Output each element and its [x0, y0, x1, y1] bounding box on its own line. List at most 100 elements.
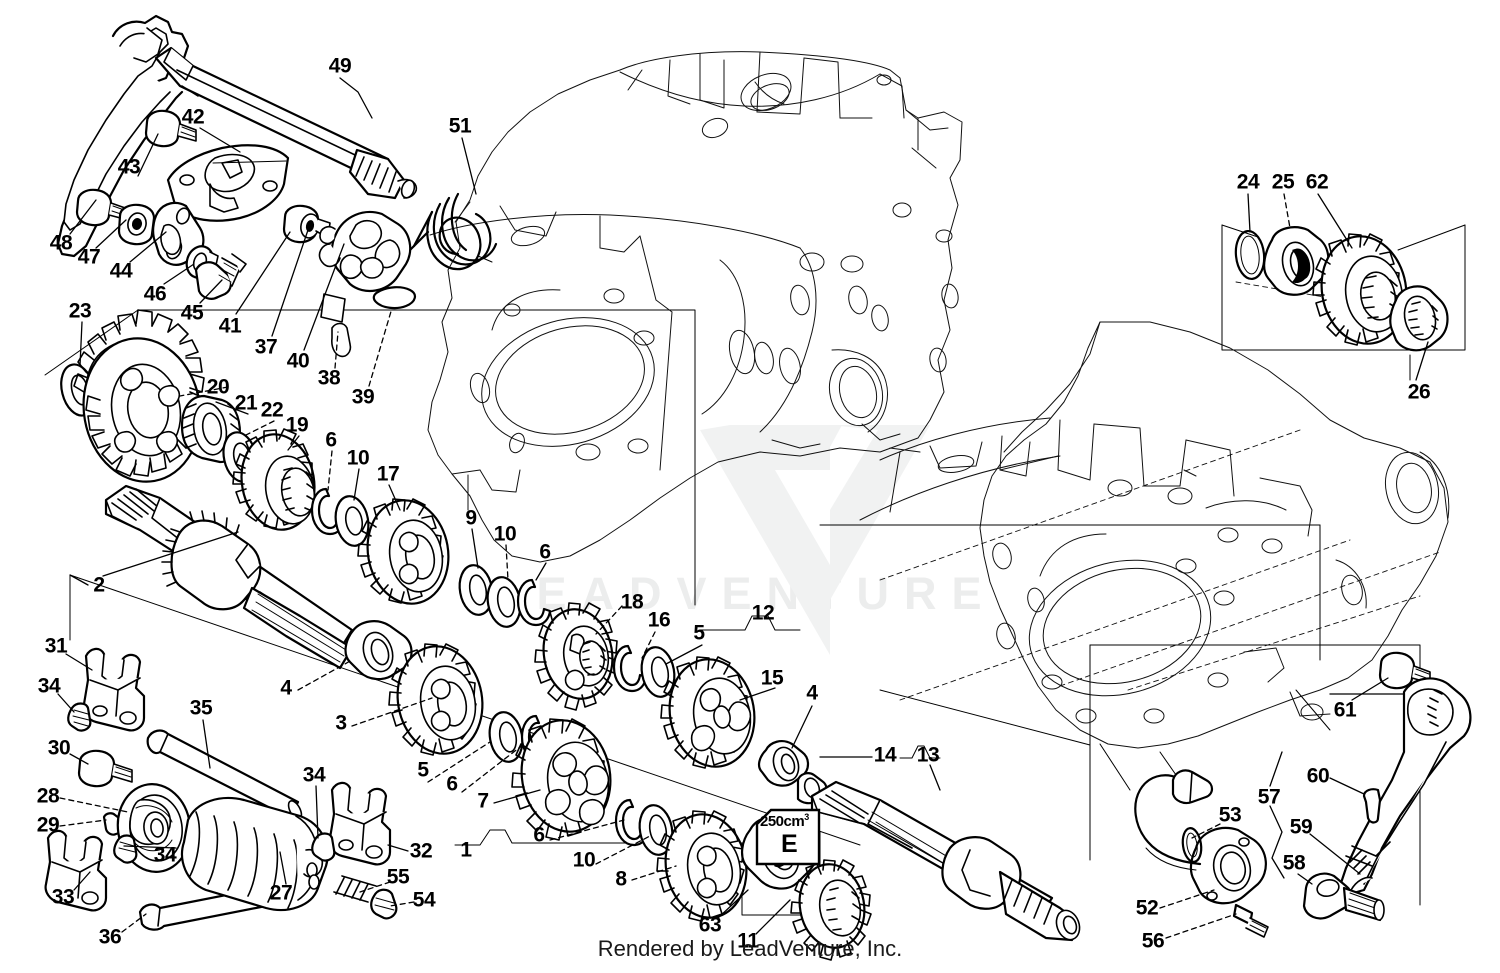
output-shaft — [810, 780, 1081, 942]
callout-number-58[interactable]: 58 — [1282, 851, 1306, 875]
callout-number-34[interactable]: 34 — [153, 843, 177, 867]
callout-number-49[interactable]: 49 — [328, 54, 352, 78]
callout-number-6[interactable]: 6 — [539, 540, 551, 564]
callout-number-43[interactable]: 43 — [117, 155, 141, 179]
callout-number-34[interactable]: 34 — [302, 763, 326, 787]
callout-number-28[interactable]: 28 — [36, 784, 60, 808]
callout-number-23[interactable]: 23 — [68, 299, 92, 323]
callout-number-6[interactable]: 6 — [446, 772, 458, 796]
callout-number-56[interactable]: 56 — [1141, 929, 1165, 953]
callout-number-18[interactable]: 18 — [620, 590, 644, 614]
callout-number-31[interactable]: 31 — [44, 634, 68, 658]
screw-45 — [194, 253, 247, 300]
crankcase-right-half — [859, 281, 1450, 749]
callout-number-42[interactable]: 42 — [181, 105, 205, 129]
callout-number-2[interactable]: 2 — [93, 573, 105, 597]
callout-number-60[interactable]: 60 — [1306, 764, 1330, 788]
callout-number-10[interactable]: 10 — [572, 848, 596, 872]
callout-number-48[interactable]: 48 — [49, 231, 73, 255]
callout-number-8[interactable]: 8 — [615, 867, 627, 891]
callout-number-9[interactable]: 9 — [465, 506, 477, 530]
callout-number-14[interactable]: 14 — [873, 743, 897, 767]
screw-30 — [77, 749, 133, 788]
callout-number-44[interactable]: 44 — [109, 259, 133, 283]
callout-number-13[interactable]: 13 — [916, 743, 940, 767]
callout-number-62[interactable]: 62 — [1305, 170, 1329, 194]
callout-number-40[interactable]: 40 — [286, 349, 310, 373]
bolt-43 — [144, 109, 197, 148]
callout-number-47[interactable]: 47 — [77, 245, 101, 269]
callout-number-5[interactable]: 5 — [417, 758, 429, 782]
displacement-label: 250cm3 — [760, 812, 809, 830]
callout-number-20[interactable]: 20 — [206, 375, 230, 399]
callout-number-55[interactable]: 55 — [386, 865, 410, 889]
callout-number-59[interactable]: 59 — [1289, 815, 1313, 839]
callout-number-6[interactable]: 6 — [325, 428, 337, 452]
mainshaft-2 — [104, 484, 413, 681]
callout-number-25[interactable]: 25 — [1271, 170, 1295, 194]
callout-number-46[interactable]: 46 — [143, 282, 167, 306]
shift-fork-32 — [328, 781, 392, 866]
callout-number-34[interactable]: 34 — [37, 674, 61, 698]
callout-number-16[interactable]: 16 — [647, 608, 671, 632]
callout-number-39[interactable]: 39 — [351, 385, 375, 409]
shift-lever-sensor-group — [1134, 651, 1472, 938]
gear-18 — [534, 602, 619, 711]
callout-number-19[interactable]: 19 — [285, 413, 309, 437]
callout-number-3[interactable]: 3 — [335, 711, 347, 735]
callout-number-53[interactable]: 53 — [1218, 803, 1242, 827]
callout-number-1[interactable]: 1 — [460, 838, 472, 862]
gear-19 — [232, 428, 316, 531]
neutral-switch-52 — [1134, 769, 1267, 905]
callout-number-30[interactable]: 30 — [47, 736, 71, 760]
link-plate-44 — [152, 201, 205, 266]
callout-number-57[interactable]: 57 — [1257, 785, 1281, 809]
shift-fork-31 — [82, 647, 146, 732]
shift-cam-37 — [318, 210, 412, 293]
shift-fork-33 — [44, 829, 108, 912]
callout-number-10[interactable]: 10 — [493, 522, 517, 546]
small-spring-40 — [320, 293, 346, 323]
callout-number-6[interactable]: 6 — [533, 823, 545, 847]
kickstart-idler-group — [1234, 226, 1449, 352]
callout-number-24[interactable]: 24 — [1236, 170, 1260, 194]
callout-number-27[interactable]: 27 — [269, 881, 293, 905]
callout-number-45[interactable]: 45 — [180, 301, 204, 325]
gear-8 — [656, 810, 748, 922]
gear-15 — [660, 656, 756, 769]
shift-drum-27 — [180, 796, 329, 912]
screw-56 — [1232, 903, 1269, 938]
callout-number-41[interactable]: 41 — [218, 314, 242, 338]
callout-number-17[interactable]: 17 — [376, 462, 400, 486]
callout-number-33[interactable]: 33 — [51, 885, 75, 909]
callout-number-37[interactable]: 37 — [254, 335, 278, 359]
callout-number-63[interactable]: 63 — [698, 913, 722, 937]
callout-number-21[interactable]: 21 — [234, 391, 258, 415]
spring-58 — [1345, 841, 1391, 875]
callout-number-12[interactable]: 12 — [751, 601, 775, 625]
callout-number-22[interactable]: 22 — [260, 398, 284, 422]
callout-number-4[interactable]: 4 — [806, 681, 818, 705]
callout-number-54[interactable]: 54 — [412, 888, 436, 912]
callout-number-35[interactable]: 35 — [189, 696, 213, 720]
displacement-badge: 250cm3 E — [755, 808, 821, 866]
callout-number-4[interactable]: 4 — [280, 676, 292, 700]
crankcase-left-half — [427, 51, 963, 563]
callout-number-29[interactable]: 29 — [36, 813, 60, 837]
callout-number-5[interactable]: 5 — [693, 621, 705, 645]
callout-number-36[interactable]: 36 — [98, 925, 122, 949]
callout-number-26[interactable]: 26 — [1407, 380, 1431, 404]
callout-number-10[interactable]: 10 — [346, 446, 370, 470]
callout-number-11[interactable]: 11 — [737, 929, 759, 953]
callout-number-61[interactable]: 61 — [1333, 698, 1357, 722]
callout-number-32[interactable]: 32 — [409, 839, 433, 863]
callout-number-15[interactable]: 15 — [760, 666, 784, 690]
bearing-4-right — [757, 740, 828, 805]
callout-number-38[interactable]: 38 — [317, 366, 341, 390]
callout-number-7[interactable]: 7 — [477, 789, 489, 813]
shift-fork-drum-assembly — [44, 647, 398, 931]
callout-number-52[interactable]: 52 — [1135, 896, 1159, 920]
callout-number-51[interactable]: 51 — [448, 114, 472, 138]
